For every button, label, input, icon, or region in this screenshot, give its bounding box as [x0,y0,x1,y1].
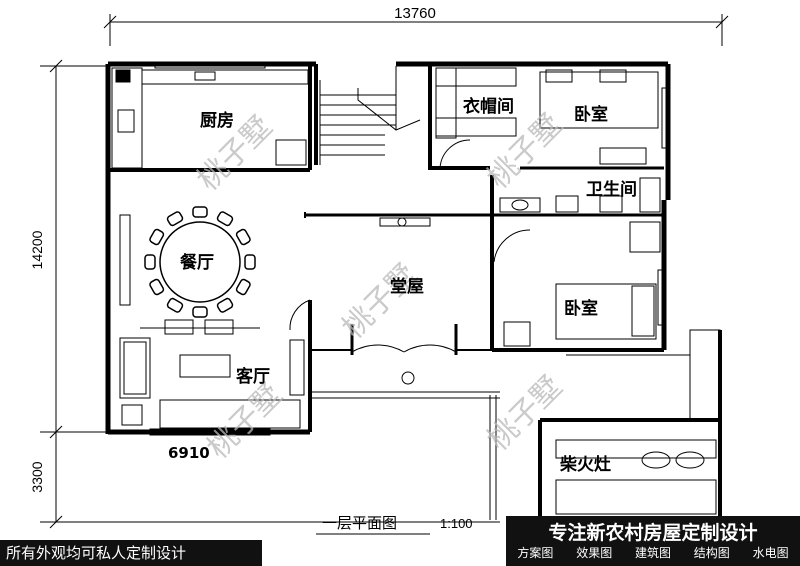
dimension-left [40,59,500,529]
banner-right: 专注新农村房屋定制设计 方案图 效果图 建筑图 结构图 水电图 [506,516,800,566]
windows [119,61,721,520]
label-closet: 衣帽间 [463,96,514,117]
link-mep[interactable]: 水电图 [752,546,789,560]
dining-chair [166,297,184,313]
link-render[interactable]: 效果图 [576,546,613,560]
watermark-3: 桃子墅 [336,257,424,345]
dining-chair [144,254,156,270]
banner-right-title: 专注新农村房屋定制设计 [548,522,758,544]
closet-furniture [435,67,659,165]
banner-links: 方案图 效果图 建筑图 结构图 水电图 [506,544,800,564]
kitchen-counter [111,67,309,169]
bathroom-fixtures [499,177,661,213]
staircase [319,65,430,165]
drawing-title-text: 一层平面图 [322,514,397,532]
drawing-title: 一层平面图 1:100 [316,514,473,535]
label-bedroom-mid: 卧室 [564,298,598,319]
dimension-width-total: 13760 [394,5,436,22]
dining-chair [244,254,256,270]
door-swings [289,139,531,331]
label-living: 客厅 [235,366,270,387]
dining-chair [192,206,208,218]
banner-left-text: 所有外观均可私人定制设计 [6,544,187,562]
dining-chair [149,228,165,246]
label-dining: 餐厅 [180,252,214,273]
watermarks: 桃子墅 桃子墅 桃子墅 桃子墅 桃子墅 [191,107,569,465]
link-plan[interactable]: 方案图 [517,546,554,560]
label-firewood-stove: 柴火灶 [559,454,611,475]
watermark-4: 桃子墅 [201,377,289,465]
dimension-front-width: 6910 [168,444,210,462]
dining-chair [149,278,165,296]
dimension-top [103,14,729,46]
bedroom-furniture [503,221,661,347]
dining-chair [192,306,208,318]
dining-chair [216,297,234,313]
dining-table [144,206,256,318]
dining-chair [235,278,251,296]
dimension-depth-main: 14200 [29,230,45,269]
label-bedroom-top: 卧室 [574,104,608,125]
room-labels: 厨房 餐厅 客厅 堂屋 衣帽间 卧室 卫生间 卧室 柴火灶 [180,96,637,475]
label-kitchen: 厨房 [200,110,234,131]
stove-counter [555,439,717,515]
dimension-depth-ext: 3300 [29,461,45,492]
link-architecture[interactable]: 建筑图 [634,546,671,560]
dining-chair [216,211,234,227]
drawing-scale: 1:100 [440,516,473,531]
living-furniture [119,319,305,429]
hall-items [351,217,457,385]
watermark-2: 桃子墅 [481,107,569,195]
link-structure[interactable]: 结构图 [693,546,730,560]
dining-chair [235,228,251,246]
dining-chair [166,211,184,227]
banner-left: 所有外观均可私人定制设计 [0,540,262,566]
label-bathroom: 卫生间 [586,179,637,200]
label-hall: 堂屋 [390,276,424,297]
